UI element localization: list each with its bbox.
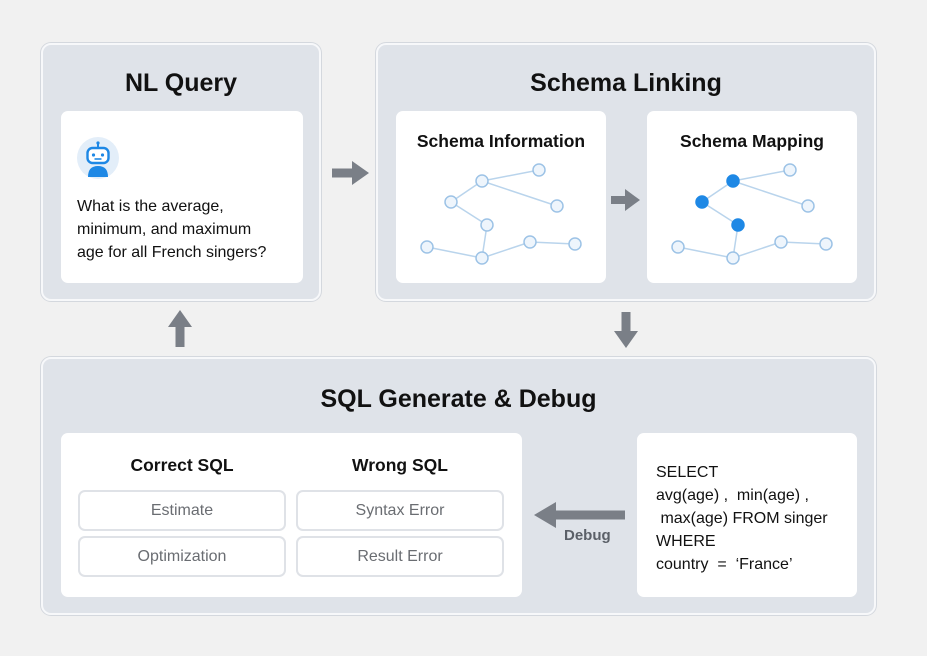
sql-generate-title: SQL Generate & Debug (320, 385, 597, 413)
nl-query-panel: NL Query What is the average, minimum, a… (41, 43, 321, 301)
schema-node (671, 240, 685, 254)
schema-node-highlighted (695, 195, 709, 209)
schema-mapping-graph (671, 163, 833, 265)
estimate-item: Estimate (78, 490, 286, 531)
schema-node (480, 218, 494, 232)
schema-node-highlighted (726, 174, 740, 188)
correct-sql-heading: Correct SQL (130, 455, 234, 475)
schema-node (475, 174, 489, 188)
sql-generate-panel: SQL Generate & Debug Correct SQL Wrong S… (41, 357, 876, 615)
arrow-right-icon (332, 161, 369, 185)
schema-node (774, 235, 788, 249)
schema-node (568, 237, 582, 251)
schema-node (420, 240, 434, 254)
schema-linking-title: Schema Linking (530, 69, 722, 97)
debug-label: Debug (564, 527, 611, 544)
sql-evaluation-card: Correct SQL Wrong SQL Estimate Optimizat… (61, 433, 522, 597)
nl-question-text: What is the average, minimum, and maximu… (77, 198, 267, 261)
result-error-item: Result Error (296, 536, 504, 577)
schema-node (444, 195, 458, 209)
schema-node (726, 251, 740, 265)
schema-node (819, 237, 833, 251)
wrong-sql-heading: Wrong SQL (352, 455, 448, 475)
schema-node-highlighted (731, 218, 745, 232)
syntax-error-item: Syntax Error (296, 490, 504, 531)
schema-node (475, 251, 489, 265)
sql-query-card: SELECT avg(age) , min(age) , max(age) FR… (637, 433, 857, 597)
arrow-up-icon (168, 310, 192, 347)
nl-query-title: NL Query (124, 69, 238, 97)
schema-mapping-title: Schema Mapping (680, 131, 824, 151)
schema-node (801, 199, 815, 213)
nl-query-card: What is the average, minimum, and maximu… (61, 111, 303, 283)
schema-linking-panel: Schema Linking Schema Information (376, 43, 876, 301)
schema-node (783, 163, 797, 177)
arrow-right-small-icon (611, 189, 640, 211)
schema-node (550, 199, 564, 213)
sql-query-text: SELECT avg(age) , min(age) , max(age) FR… (656, 464, 828, 573)
schema-graph (420, 163, 582, 265)
schema-node (523, 235, 537, 249)
schema-mapping-card: Schema Mapping (647, 111, 857, 283)
schema-information-card: Schema Information (396, 111, 606, 283)
robot-icon (77, 137, 119, 179)
schema-node (532, 163, 546, 177)
arrow-down-icon (614, 312, 638, 348)
arrow-left-icon (534, 502, 625, 528)
schema-information-title: Schema Information (416, 131, 586, 151)
optimization-item: Optimization (78, 536, 286, 577)
